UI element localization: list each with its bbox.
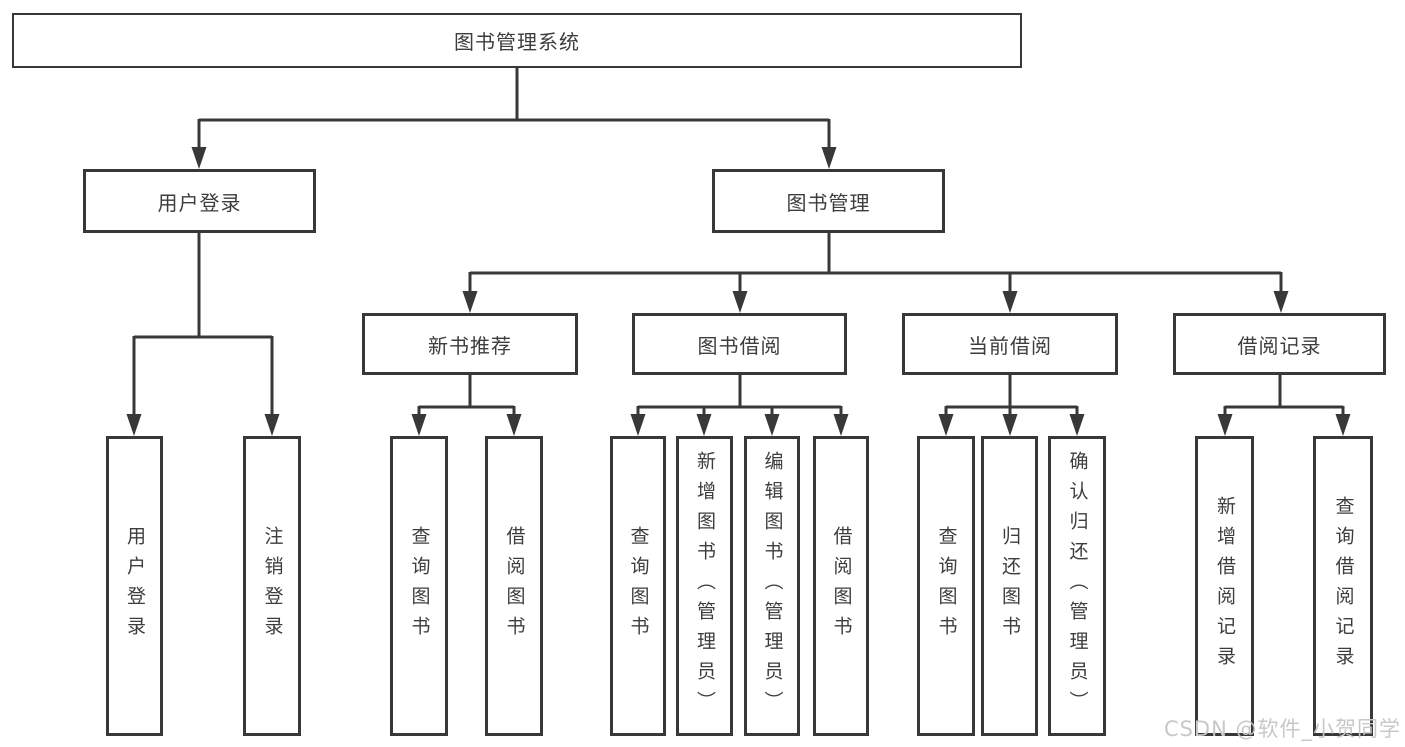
node-cb-confirm-return-admin: 确认归还（管理员） (1048, 436, 1106, 736)
node-borrow-records: 借阅记录 (1173, 313, 1386, 375)
node-bb-edit-books-admin: 编辑图书（管理员） (744, 436, 800, 736)
node-bb-edit-books-admin-label: 编辑图书（管理员） (761, 451, 784, 721)
connector-arrowheads (126, 147, 1351, 436)
node-bb-borrow-books: 借阅图书 (813, 436, 869, 736)
node-new-book-recommend: 新书推荐 (362, 313, 578, 375)
node-nb-borrow-books-label: 借阅图书 (503, 526, 526, 646)
node-cb-confirm-return-admin-label: 确认归还（管理员） (1066, 451, 1089, 721)
node-bb-query-books-label: 查询图书 (627, 526, 650, 646)
node-user-login-label: 用户登录 (157, 190, 242, 215)
node-bb-add-books-admin-label: 新增图书（管理员） (694, 451, 716, 721)
node-root-label: 图书管理系统 (454, 30, 580, 54)
node-user-login: 用户登录 (83, 169, 316, 233)
node-bb-add-books-admin: 新增图书（管理员） (676, 436, 733, 736)
node-user-login-action-label: 用户登录 (124, 526, 146, 646)
node-book-management-label: 图书管理 (786, 190, 871, 215)
node-book-borrow: 图书借阅 (632, 313, 847, 375)
node-logout-action-label: 注销登录 (261, 526, 284, 646)
node-nb-query-books: 查询图书 (390, 436, 448, 736)
node-current-borrow-label: 当前借阅 (968, 333, 1052, 358)
node-br-query-record-label: 查询借阅记录 (1332, 496, 1355, 676)
node-root: 图书管理系统 (12, 13, 1022, 68)
node-br-query-record: 查询借阅记录 (1313, 436, 1373, 736)
node-br-add-record-label: 新增借阅记录 (1214, 496, 1236, 676)
connector-lines (132, 68, 1345, 417)
node-new-book-recommend-label: 新书推荐 (428, 333, 512, 358)
node-logout-action: 注销登录 (243, 436, 301, 736)
node-book-management: 图书管理 (712, 169, 945, 233)
node-cb-query-books-label: 查询图书 (935, 526, 958, 646)
node-br-add-record: 新增借阅记录 (1195, 436, 1254, 736)
node-cb-query-books: 查询图书 (917, 436, 975, 736)
node-nb-borrow-books: 借阅图书 (485, 436, 543, 736)
node-nb-query-books-label: 查询图书 (408, 526, 431, 646)
node-borrow-records-label: 借阅记录 (1237, 333, 1322, 358)
node-current-borrow: 当前借阅 (902, 313, 1118, 375)
node-cb-return-books: 归还图书 (981, 436, 1038, 736)
node-bb-borrow-books-label: 借阅图书 (830, 526, 853, 646)
csdn-watermark: CSDN @软件_小贺同学 (1163, 717, 1401, 741)
node-bb-query-books: 查询图书 (610, 436, 666, 736)
node-book-borrow-label: 图书借阅 (697, 333, 782, 358)
node-user-login-action: 用户登录 (106, 436, 163, 736)
node-cb-return-books-label: 归还图书 (999, 526, 1021, 646)
